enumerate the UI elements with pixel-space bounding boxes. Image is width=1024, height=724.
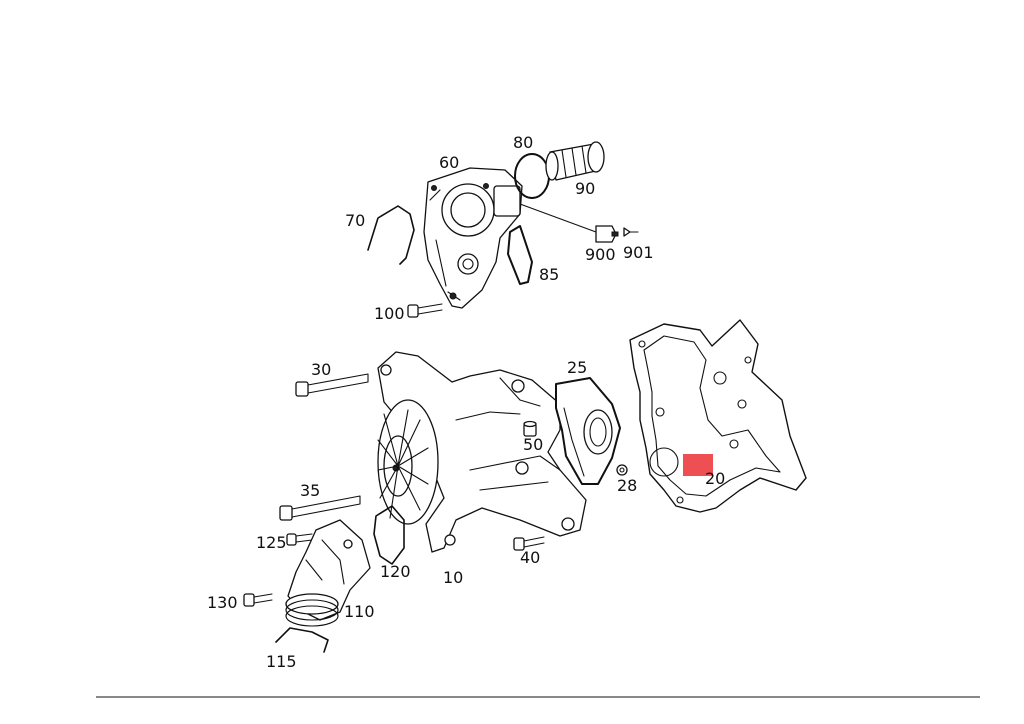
bolt-30-part[interactable] xyxy=(295,373,369,397)
callout-85: 85 xyxy=(539,265,559,284)
housing-gasket-part[interactable] xyxy=(507,225,533,285)
temperature-sensor-part[interactable] xyxy=(595,225,619,243)
callout-901: 901 xyxy=(623,243,654,262)
callout-35: 35 xyxy=(300,481,320,500)
callout-10: 10 xyxy=(443,568,463,587)
callout-50: 50 xyxy=(523,435,543,454)
pump-gasket-part[interactable] xyxy=(629,319,807,513)
leader-line xyxy=(519,203,597,233)
callout-25: 25 xyxy=(567,358,587,377)
callout-120: 120 xyxy=(380,562,411,581)
thermostat-housing-part[interactable] xyxy=(423,167,523,309)
bolt-130-part[interactable] xyxy=(243,593,273,607)
callout-28: 28 xyxy=(617,476,637,495)
part-20-highlight[interactable] xyxy=(683,454,713,476)
bolt-40-part[interactable] xyxy=(513,536,545,551)
callout-70: 70 xyxy=(345,211,365,230)
callout-30: 30 xyxy=(311,360,331,379)
callout-900: 900 xyxy=(585,245,616,264)
water-pump-part[interactable] xyxy=(377,351,587,553)
bolt-35-part[interactable] xyxy=(279,495,361,521)
o-ring-part[interactable] xyxy=(514,153,550,199)
cover-plate-part[interactable] xyxy=(555,377,621,485)
callout-90: 90 xyxy=(575,179,595,198)
bolt-125-part[interactable] xyxy=(286,533,313,546)
callout-40: 40 xyxy=(520,548,540,567)
dowel-sleeve-part[interactable] xyxy=(523,420,537,437)
connection-pipe-part[interactable] xyxy=(545,141,605,181)
callout-115: 115 xyxy=(266,652,297,671)
clip-115-part[interactable] xyxy=(275,627,329,653)
callout-125: 125 xyxy=(256,533,287,552)
callout-100: 100 xyxy=(374,304,405,323)
sensor-screw-part[interactable] xyxy=(623,227,639,237)
callout-60: 60 xyxy=(439,153,459,172)
callout-130: 130 xyxy=(207,593,238,612)
clip-part[interactable] xyxy=(367,205,415,265)
callout-80: 80 xyxy=(513,133,533,152)
callout-110: 110 xyxy=(344,602,375,621)
connection-elbow-part[interactable] xyxy=(285,519,371,627)
gasket-120-part[interactable] xyxy=(373,505,405,565)
bolt-28-part[interactable] xyxy=(616,464,628,476)
callout-20: 20 xyxy=(705,469,725,488)
bolt-100-part[interactable] xyxy=(407,303,443,318)
